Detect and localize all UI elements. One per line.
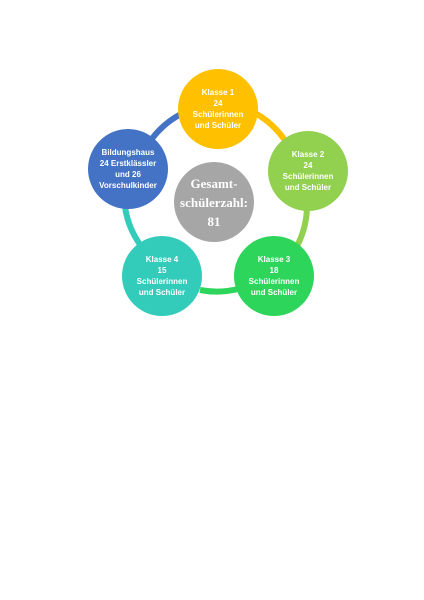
node-line-3: Schülerinnen — [282, 172, 334, 181]
node-line-4: und Schüler — [250, 288, 298, 297]
node-line-3: und 26 — [115, 170, 141, 179]
node-klasse-2: Klasse 2 24 Schülerinnen und Schüler — [268, 131, 348, 211]
connector-klasse2-klasse3 — [294, 204, 311, 248]
node-count: 24 — [303, 161, 313, 170]
node-line-4: und Schüler — [194, 121, 242, 130]
node-title: Klasse 3 — [257, 255, 291, 264]
node-count: 18 — [269, 266, 279, 275]
node-line-4: und Schüler — [284, 183, 332, 192]
center-line-2: schülerzahl: — [180, 194, 248, 210]
connector-klasse4-bildungshaus — [122, 206, 144, 248]
node-line-3: Schülerinnen — [136, 277, 188, 286]
center-line-1: Gesamt- — [190, 175, 238, 191]
node-line-4: und Schüler — [138, 288, 186, 297]
node-line-3: Schülerinnen — [248, 277, 300, 286]
node-klasse-1: Klasse 1 24 Schülerinnen und Schüler — [178, 69, 258, 149]
node-count: 24 — [213, 99, 223, 108]
connector-klasse3-klasse4 — [199, 286, 239, 295]
center-line-3: 81 — [207, 213, 221, 229]
node-bildungshaus: Bildungshaus 24 Erstklässler und 26 Vors… — [88, 129, 168, 209]
connector-klasse1-klasse2 — [253, 110, 289, 144]
center-total-circle: Gesamt- schülerzahl: 81 — [174, 162, 254, 242]
node-klasse-4: Klasse 4 15 Schülerinnen und Schüler — [122, 236, 202, 316]
connector-bildungshaus-klasse1 — [148, 111, 183, 142]
node-klasse-3: Klasse 3 18 Schülerinnen und Schüler — [234, 236, 314, 316]
node-line-4: Vorschulkinder — [99, 181, 157, 190]
node-title: Klasse 2 — [291, 150, 325, 159]
node-count: 15 — [157, 266, 167, 275]
node-line-2: 24 Erstklässler — [99, 159, 157, 168]
node-title: Klasse 4 — [145, 255, 179, 264]
node-title: Klasse 1 — [201, 88, 235, 97]
node-title: Bildungshaus — [101, 148, 155, 157]
node-line-3: Schülerinnen — [192, 110, 244, 119]
